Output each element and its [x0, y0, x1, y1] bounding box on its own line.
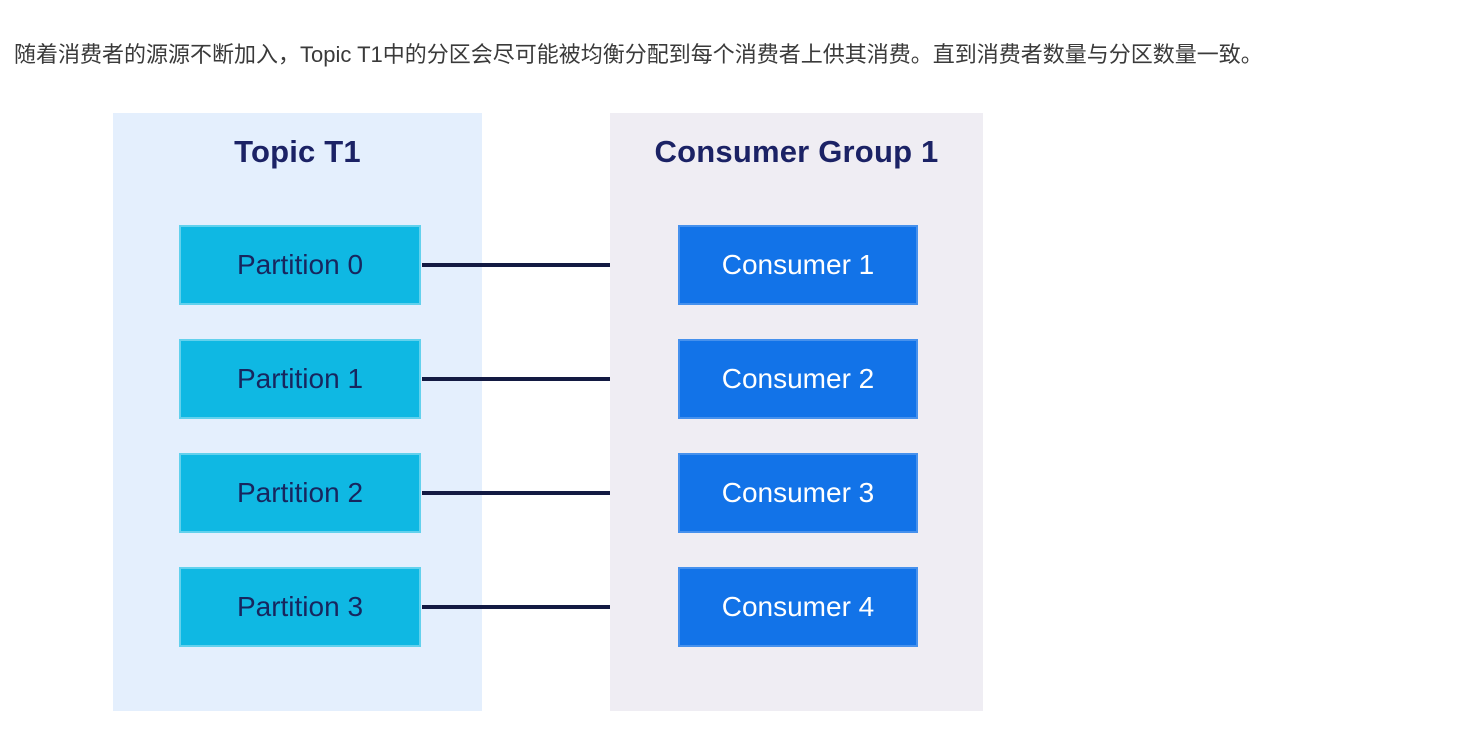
- consumer-group-panel: Consumer Group 1 Consumer 1 Consumer 2 C…: [610, 113, 983, 711]
- consumer-2-box: Consumer 2: [678, 339, 918, 419]
- arrow-shaft: [422, 491, 657, 495]
- partition-2-box: Partition 2: [179, 453, 421, 533]
- consumer-4-box: Consumer 4: [678, 567, 918, 647]
- arrow-shaft: [422, 605, 657, 609]
- arrow-shaft: [422, 263, 657, 267]
- partition-1-box: Partition 1: [179, 339, 421, 419]
- consumer-1-box: Consumer 1: [678, 225, 918, 305]
- topic-panel: Topic T1 Partition 0 Partition 1 Partiti…: [113, 113, 482, 711]
- topic-panel-title: Topic T1: [234, 134, 361, 169]
- consumer-group-panel-title: Consumer Group 1: [654, 134, 939, 169]
- consumer-3-box: Consumer 3: [678, 453, 918, 533]
- partition-0-box: Partition 0: [179, 225, 421, 305]
- arrow-shaft: [422, 377, 657, 381]
- intro-text: 随着消费者的源源不断加入，Topic T1中的分区会尽可能被均衡分配到每个消费者…: [14, 42, 1263, 67]
- partition-consumer-diagram: Topic T1 Partition 0 Partition 1 Partiti…: [113, 113, 983, 711]
- partition-3-box: Partition 3: [179, 567, 421, 647]
